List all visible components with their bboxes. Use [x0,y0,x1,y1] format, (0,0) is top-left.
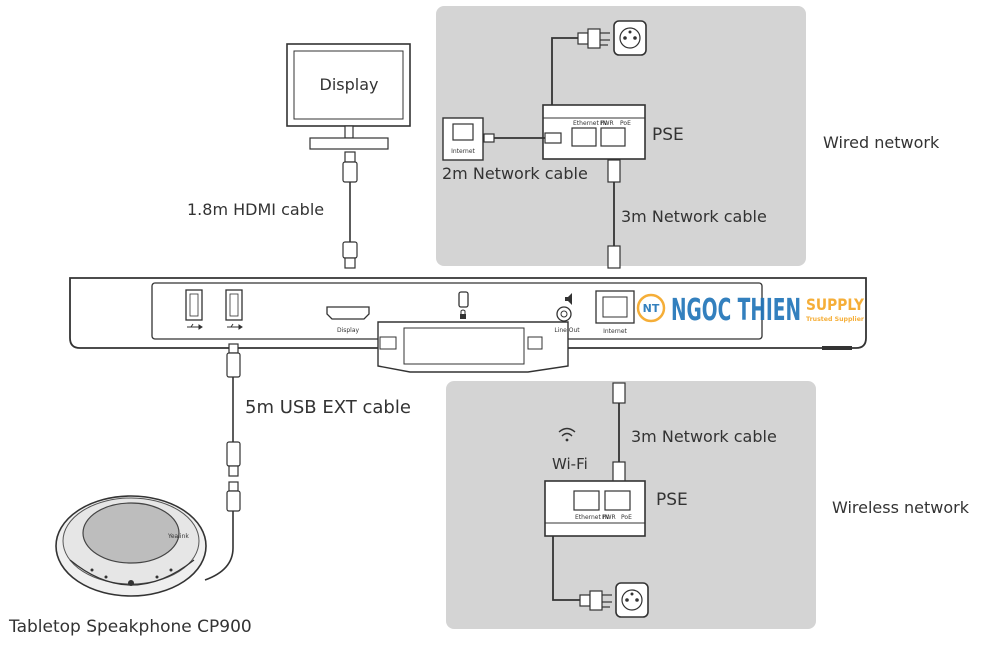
speakerphone-label: Tabletop Speakphone CP900 [8,617,252,637]
wired-network-label: Wired network [823,133,940,152]
pse-top-device: Ethernet IN PWR PoE [542,104,646,160]
network-cable-3m-bottom [612,382,626,483]
power-outlet-icon [615,582,649,618]
watermark-name: NGOC THIEN [671,293,801,328]
display-port: Display [326,306,370,334]
watermark-tagline: Trusted Supplier [806,316,864,323]
display-port-label: Display [337,327,360,334]
pse-top-ethernet-port-label: Ethernet IN [573,120,607,127]
wifi-label: Wi-Fi [552,455,588,473]
pse-top-pwr-port-label: PWR [600,120,614,127]
power-plug-top [577,28,610,49]
network-cable-3m-top [607,159,621,269]
network-cable-2m-label: 2m Network cable [442,164,588,183]
hdmi-cable-label: 1.8m HDMI cable [187,200,324,219]
pse-bottom-poe-port-label: PoE [621,514,632,521]
network-cable-2m [483,132,562,144]
display-monitor: Display [286,43,411,150]
pse-bottom-pwr-port-label: PWR [602,514,616,521]
wireless-network-label: Wireless network [832,498,970,517]
usb-icon [227,323,243,330]
internet-port: Internet [595,290,635,335]
internet-port-label: Internet [603,328,627,335]
ngoc-thien-watermark: NT NGOC THIEN SUPPLY Trusted Supplier [636,293,864,328]
pse-top-poe-port-label: PoE [620,120,631,127]
lock-icon [458,291,469,319]
pse-bottom-power-cord [552,536,585,601]
watermark-badge: NT [643,302,660,315]
display-label: Display [320,75,379,94]
line-out-port: Line Out [554,293,580,334]
pse-top-label: PSE [652,125,684,145]
power-plug-bottom [579,590,612,611]
wall-internet-label: Internet [451,148,475,155]
nt-badge-icon [636,293,666,323]
usb-port-1 [185,289,203,321]
usb-port-2 [225,289,243,321]
line-out-label: Line Out [554,327,580,334]
pse-bottom-ethernet-port-label: Ethernet IN [575,514,609,521]
usb-ext-cable [204,343,241,581]
pse-bottom-label: PSE [656,490,688,510]
speakerphone-device: Yealink [55,495,207,597]
pse-top-power-cord [551,37,583,108]
usb-icon [187,323,203,330]
wall-internet-jack: Internet [442,117,484,161]
wifi-icon [558,427,576,442]
network-cable-3m-top-label: 3m Network cable [621,207,767,226]
usb-cable-label: 5m USB EXT cable [245,397,411,418]
power-outlet-icon [613,20,647,56]
hdmi-cable [342,151,358,269]
watermark-supply: SUPPLY [806,295,864,314]
network-cable-3m-bottom-label: 3m Network cable [631,427,777,446]
pse-bottom-device: Ethernet IN PWR PoE [544,480,646,537]
speaker-icon [565,293,572,305]
speakerphone-brand: Yealink [167,533,189,540]
